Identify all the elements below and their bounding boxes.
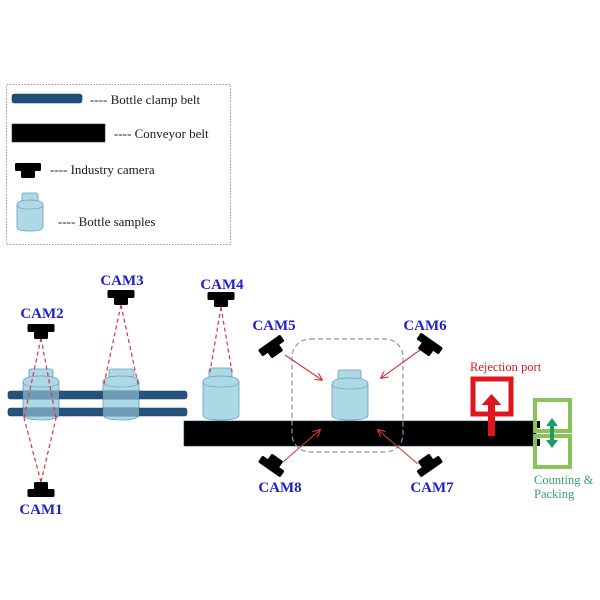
- legend: ---- Bottle clamp belt ---- Conveyor bel…: [6, 84, 231, 245]
- cam4-camera-icon[interactable]: [207, 292, 235, 307]
- cam3-label: CAM3: [100, 273, 143, 289]
- legend-label-bottle: ---- Bottle samples: [58, 214, 155, 229]
- counting-packing-station[interactable]: Counting & Packing: [533, 398, 594, 501]
- conveyor-belt-swatch: [11, 123, 106, 143]
- cam6-view-arrow: [381, 349, 421, 378]
- counting-packing-label-line2: Packing: [534, 487, 575, 501]
- rejection-arrow-icon: [481, 394, 502, 436]
- legend-label-conveyor-belt: ---- Conveyor belt: [114, 126, 209, 141]
- cam8-camera-icon[interactable]: [257, 449, 289, 478]
- cam5-camera-icon[interactable]: [257, 334, 289, 363]
- cam5-view-arrow: [284, 354, 322, 380]
- legend-label-clamp-belt: ---- Bottle clamp belt: [90, 92, 200, 107]
- conveyor-belt: [183, 420, 537, 447]
- cam7-view-arrow: [378, 430, 419, 465]
- bottle-station-4: [331, 369, 369, 421]
- cam4-field-of-view: [209, 306, 233, 373]
- cam2-label: CAM2: [20, 306, 63, 322]
- legend-label-camera: ---- Industry camera: [50, 162, 155, 177]
- cam2-camera-icon[interactable]: [27, 324, 55, 339]
- rejection-port[interactable]: Rejection port: [470, 360, 542, 436]
- cam3-camera-icon[interactable]: [107, 290, 135, 305]
- cam1-camera-icon[interactable]: [27, 482, 55, 497]
- cam6-camera-icon[interactable]: [412, 332, 444, 361]
- cam8-view-arrow: [282, 430, 320, 463]
- counting-bidirectional-arrow-icon: [546, 418, 558, 448]
- cam4-label: CAM4: [200, 277, 244, 293]
- cam8-label: CAM8: [258, 480, 301, 496]
- cam5-label: CAM5: [252, 318, 295, 334]
- cam1-label: CAM1: [19, 502, 62, 518]
- rejection-port-label: Rejection port: [470, 360, 542, 374]
- cam6-label: CAM6: [403, 318, 447, 334]
- cam7-label: CAM7: [410, 480, 454, 496]
- bottle-icon: [16, 192, 44, 232]
- camera-icon: [15, 163, 41, 178]
- cam1-field-of-view: [22, 413, 58, 483]
- legend-frame: [6, 84, 231, 245]
- clamp-belt-swatch: [11, 93, 83, 104]
- counting-packing-label-line1: Counting &: [534, 473, 594, 487]
- bottle-station-3: [202, 367, 240, 421]
